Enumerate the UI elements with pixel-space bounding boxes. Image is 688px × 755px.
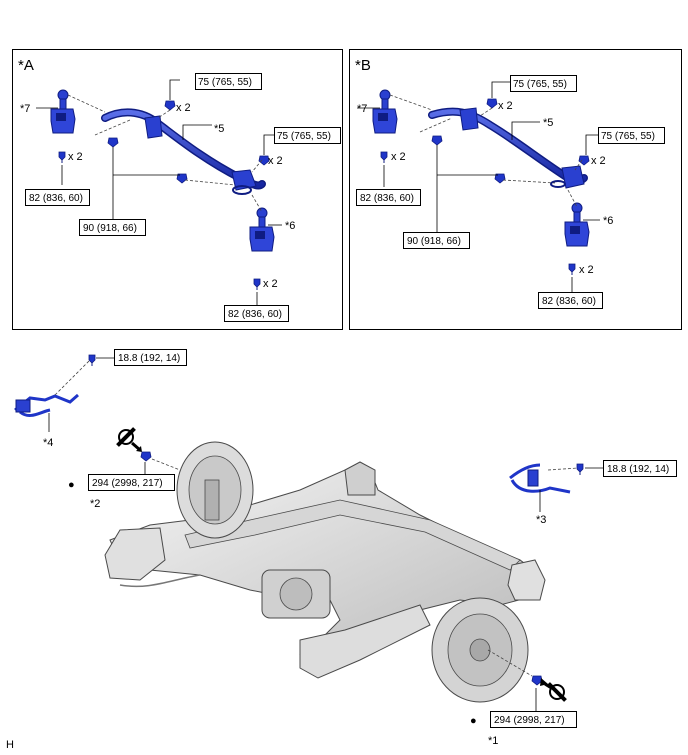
torque-18-left: 18.8 (192, 14)	[96, 349, 187, 366]
legend-bullet-right: ●	[470, 715, 477, 727]
svg-text:294 (2998, 217): 294 (2998, 217)	[494, 715, 565, 726]
torque-82-b2: 82 (836, 60)	[538, 292, 603, 309]
qty-a4: x 2	[263, 278, 278, 290]
svg-text:75 (765, 55): 75 (765, 55)	[277, 131, 331, 142]
qty-a2: x 2	[268, 155, 283, 167]
torque-75-a2: 75 (765, 55)	[274, 127, 341, 144]
torque-90-b: 90 (918, 66)	[403, 232, 470, 249]
qty-a3: x 2	[68, 151, 83, 163]
callout-3: *3	[536, 514, 546, 526]
torque-18-right: 18.8 (192, 14)	[585, 460, 677, 477]
legend-bullet-left: ●	[68, 479, 75, 491]
svg-text:75 (765, 55): 75 (765, 55)	[198, 77, 252, 88]
callout-b6: *6	[603, 215, 613, 227]
svg-text:75 (765, 55): 75 (765, 55)	[513, 79, 567, 90]
axle-nut-right	[487, 649, 567, 712]
torque-82-b1: 82 (836, 60)	[356, 189, 421, 206]
panel-a: *A	[12, 49, 343, 330]
svg-text:90 (918, 66): 90 (918, 66)	[407, 236, 461, 247]
panel-a-title: *A	[18, 57, 34, 74]
qty-b2: x 2	[591, 155, 606, 167]
figure-code: H	[6, 739, 14, 751]
callout-a6: *6	[285, 220, 295, 232]
callout-1: *1	[488, 735, 498, 747]
svg-text:294 (2998, 217): 294 (2998, 217)	[92, 478, 163, 489]
torque-90-a: 90 (918, 66)	[79, 219, 146, 236]
torque-82-a2: 82 (836, 60)	[224, 305, 289, 322]
speed-sensor-right	[509, 463, 584, 512]
torque-75-b2: 75 (765, 55)	[598, 127, 665, 144]
do-not-reuse-icon-2	[547, 682, 567, 702]
qty-b4: x 2	[579, 264, 594, 276]
torque-294-right: 294 (2998, 217)	[490, 711, 577, 728]
qty-b3: x 2	[391, 151, 406, 163]
callout-a7: *7	[20, 103, 30, 115]
callout-2: *2	[90, 498, 100, 510]
svg-text:82 (836, 60): 82 (836, 60)	[228, 309, 282, 320]
panel-b-title: *B	[355, 57, 371, 74]
torque-75-a1: 75 (765, 55)	[195, 73, 262, 90]
torque-82-a1: 82 (836, 60)	[25, 189, 90, 206]
svg-text:82 (836, 60): 82 (836, 60)	[542, 296, 596, 307]
callout-b7: *7	[357, 103, 367, 115]
callout-4: *4	[43, 437, 53, 449]
axle-nut-left	[116, 427, 181, 474]
qty-a1: x 2	[176, 102, 191, 114]
svg-text:75 (765, 55): 75 (765, 55)	[601, 131, 655, 142]
svg-text:90 (918, 66): 90 (918, 66)	[83, 223, 137, 234]
torque-75-b1: 75 (765, 55)	[510, 75, 577, 92]
qty-b1: x 2	[498, 100, 513, 112]
speed-sensor-left	[14, 354, 96, 432]
do-not-reuse-icon	[116, 427, 136, 447]
panel-b: *B	[349, 49, 682, 330]
svg-text:82 (836, 60): 82 (836, 60)	[29, 193, 83, 204]
rear-suspension-assembly	[104, 441, 546, 703]
callout-b5: *5	[543, 117, 553, 129]
callout-a5: *5	[214, 123, 224, 135]
svg-text:18.8 (192, 14): 18.8 (192, 14)	[118, 353, 180, 364]
svg-text:18.8 (192, 14): 18.8 (192, 14)	[607, 464, 669, 475]
svg-text:82 (836, 60): 82 (836, 60)	[360, 193, 414, 204]
torque-294-left: 294 (2998, 217)	[88, 474, 175, 491]
